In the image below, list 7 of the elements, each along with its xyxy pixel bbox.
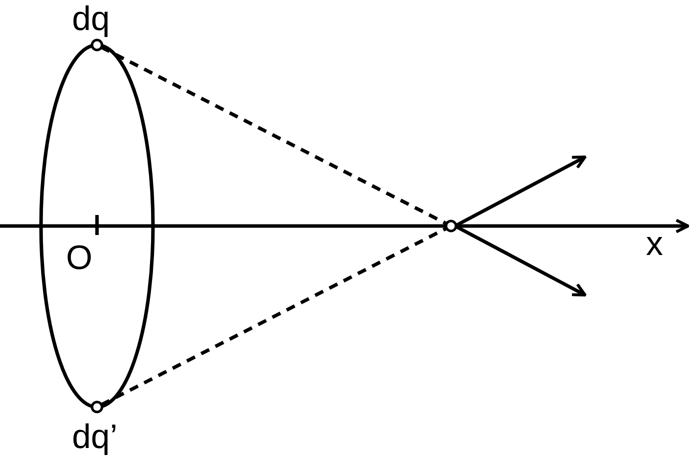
charge-label: dq	[72, 2, 110, 36]
charge-label: dq’	[72, 420, 118, 454]
origin-label: O	[66, 241, 92, 275]
field-point	[444, 219, 458, 233]
dashed-line	[100, 226, 448, 406]
axis-label: x	[646, 227, 663, 261]
dashed-line	[100, 46, 448, 226]
